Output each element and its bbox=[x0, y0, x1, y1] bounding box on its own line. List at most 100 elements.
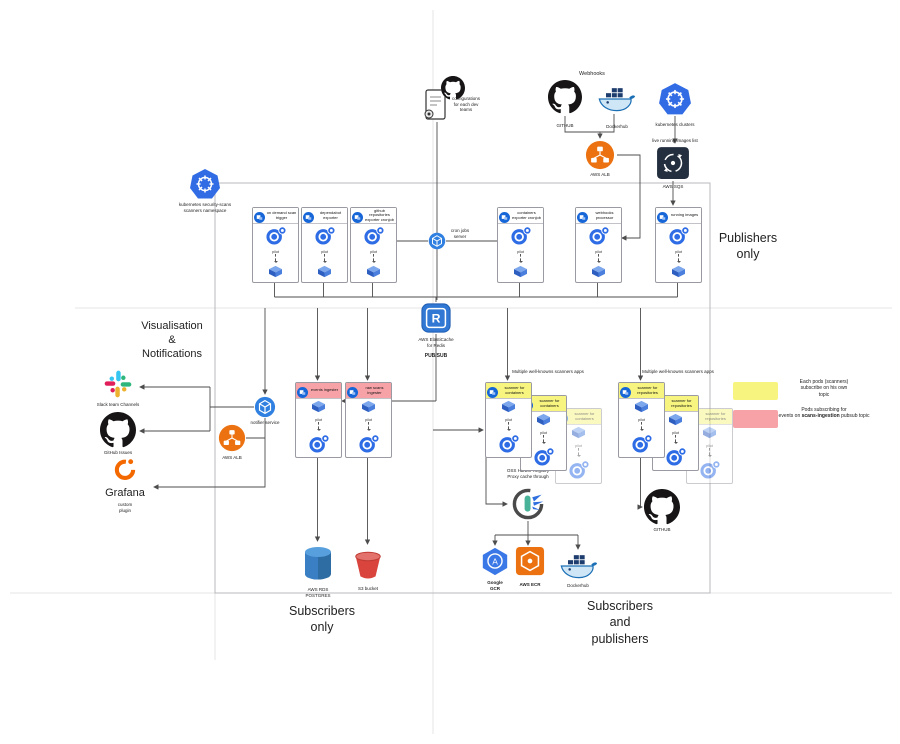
harbor-registry-icon bbox=[511, 487, 545, 526]
service-icon bbox=[366, 265, 381, 283]
dockerhub2-label: Dockerhub bbox=[567, 583, 589, 588]
arrow-down-dashed bbox=[324, 254, 325, 261]
service-icon bbox=[268, 265, 283, 283]
deployment-badge: raw scans ingester bbox=[346, 383, 391, 399]
pod-caption: pilot bbox=[706, 444, 713, 448]
pod-caption: pilot bbox=[638, 418, 645, 422]
deployment-badge: github repositories exporter cronjob bbox=[351, 208, 396, 224]
publisher-pod-box: containers exporter cronjob pilot bbox=[497, 207, 544, 283]
deployment-badge: scanner for containers bbox=[486, 383, 531, 399]
service-icon bbox=[634, 400, 649, 418]
deployment-label: scanner for containers bbox=[539, 397, 560, 408]
deployment-badge: dependabot exporter bbox=[302, 208, 347, 224]
legend-pink-swatch bbox=[733, 410, 778, 428]
arrow-down-dashed bbox=[598, 254, 599, 261]
service-icon bbox=[317, 265, 332, 283]
svg-text:A: A bbox=[492, 556, 498, 566]
kubernetes-namespace-icon bbox=[189, 168, 221, 205]
config-document-icon bbox=[424, 86, 450, 127]
grafana-label: Grafana bbox=[105, 487, 145, 499]
scanner-group1-title: Multiple well-knowns scanners apps bbox=[512, 369, 584, 374]
deployment-label: scanner for repositories bbox=[671, 397, 692, 408]
github-icon bbox=[548, 80, 582, 119]
arrow-head bbox=[366, 429, 371, 433]
deployment-label: on demand scan trigger bbox=[266, 209, 297, 220]
arrow-head bbox=[676, 261, 681, 265]
aws-sqs-icon bbox=[656, 146, 690, 185]
deployment-icon bbox=[577, 210, 588, 223]
arrow-down-dashed bbox=[520, 254, 521, 261]
arrow-head bbox=[371, 261, 376, 265]
grafana-icon bbox=[112, 456, 138, 487]
ecr-label: AWS ECR bbox=[519, 582, 541, 587]
kubernetes-clusters-icon bbox=[658, 82, 692, 121]
service-icon bbox=[591, 265, 606, 283]
service-icon bbox=[361, 400, 376, 418]
subscribers-only-heading: Subscribers only bbox=[289, 604, 355, 635]
arrow-head bbox=[596, 261, 601, 265]
scanner-group2-title: Multiple well-knowns scanners apps bbox=[642, 369, 714, 374]
arrow-head bbox=[518, 261, 523, 265]
scanner-pod-box: scanner for repositories pilot bbox=[618, 382, 665, 458]
pod-caption: pilot bbox=[540, 431, 547, 435]
rds-postgres-icon bbox=[298, 543, 338, 590]
aws-ecr-icon bbox=[515, 546, 545, 581]
rds-label: AWS RDS POSTGRES bbox=[305, 587, 331, 598]
deployment-icon bbox=[487, 385, 498, 398]
github-issues-icon bbox=[100, 412, 136, 453]
deployment-label: dependabot exporter bbox=[319, 209, 342, 220]
legend-pink-text: Pods subscribing for events on scans-ing… bbox=[778, 407, 870, 420]
s3-bucket-icon bbox=[351, 548, 385, 587]
deployment-badge: events ingester bbox=[296, 383, 341, 399]
pod-icon bbox=[532, 446, 556, 471]
cron-label: cron jobs server bbox=[450, 228, 470, 239]
legend-pink-post: pubsub topic bbox=[839, 413, 870, 420]
config-label: configurations for each dev teams bbox=[451, 96, 481, 113]
pod-caption: pilot bbox=[505, 418, 512, 422]
arrow-head bbox=[707, 455, 712, 459]
aws-alb2-icon bbox=[218, 424, 246, 457]
pod-caption: pilot bbox=[370, 250, 377, 254]
service-icon bbox=[671, 265, 686, 283]
github-label: GITHUB bbox=[556, 123, 574, 128]
pod-icon bbox=[664, 446, 688, 471]
pod-caption: pilot bbox=[575, 444, 582, 448]
arrow-head bbox=[639, 429, 644, 433]
slack-label: Slack team Channels bbox=[96, 402, 140, 407]
pod-caption: pilot bbox=[321, 250, 328, 254]
subscriber-pod-box: raw scans ingester pilot bbox=[345, 382, 392, 458]
deployment-icon bbox=[499, 210, 510, 223]
publisher-pod-box: webhooks processor pilot bbox=[575, 207, 622, 283]
deployment-label: webhooks processor bbox=[595, 209, 614, 220]
arrow-down-dashed bbox=[675, 435, 676, 442]
pod-caption: pilot bbox=[517, 250, 524, 254]
pod-icon bbox=[698, 459, 722, 484]
arrow-down-dashed bbox=[709, 448, 710, 455]
deployment-icon bbox=[297, 385, 308, 398]
visualisation-heading: Visualisation & Notifications bbox=[141, 320, 203, 360]
service-icon bbox=[501, 400, 516, 418]
pod-icon bbox=[362, 225, 386, 250]
deployment-label: scanner for repositories bbox=[705, 410, 726, 421]
service-icon bbox=[571, 426, 586, 444]
svg-text:R: R bbox=[432, 312, 441, 326]
live-images-label: live running images list bbox=[652, 138, 698, 143]
github-issues-label: GitHub Issues bbox=[103, 450, 133, 455]
aws-alb-label: AWS ALB bbox=[590, 172, 610, 177]
publisher-pod-box: dependabot exporter pilot bbox=[301, 207, 348, 283]
pod-icon bbox=[497, 433, 521, 458]
legend-yellow-swatch bbox=[733, 382, 778, 400]
publisher-pod-box: github repositories exporter cronjob pil… bbox=[350, 207, 397, 283]
redis-label: AWS ElastiCache for Redis bbox=[418, 337, 454, 348]
deployment-badge: containers exporter cronjob bbox=[498, 208, 543, 224]
arrow-head bbox=[541, 442, 546, 446]
subscribers-publishers-heading: Subscribers and publishers bbox=[587, 599, 653, 646]
dockerhub2-icon bbox=[558, 551, 598, 586]
deployment-label: scanner for repositories bbox=[637, 384, 658, 395]
deployment-icon bbox=[352, 210, 363, 223]
arrow-head bbox=[316, 429, 321, 433]
deployment-label: raw scans ingester bbox=[365, 384, 384, 395]
arrow-down-dashed bbox=[368, 422, 369, 429]
gcr-label: Google GCR bbox=[487, 580, 503, 591]
deployment-icon bbox=[254, 210, 265, 223]
